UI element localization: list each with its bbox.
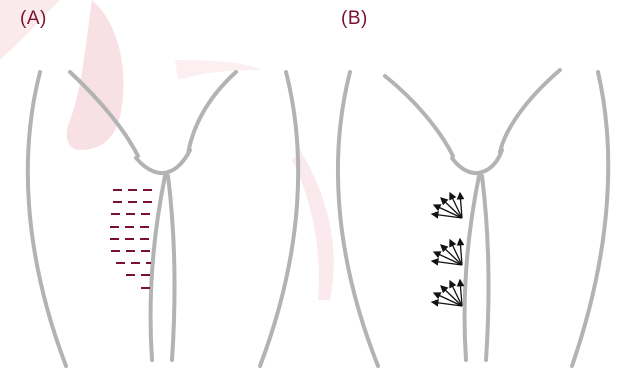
panel-b-right-groin-line xyxy=(500,70,560,152)
panel-a-body-outline xyxy=(28,72,298,366)
arrow-fan-1 xyxy=(432,193,462,218)
panel-a-dash-markers xyxy=(110,190,152,288)
arrow-fan-3 xyxy=(432,280,462,306)
panel-b-right-outer-contour xyxy=(572,72,608,366)
panel-b-left-outer-contour xyxy=(338,72,378,366)
panel-a-right-groin-line xyxy=(188,72,236,154)
panel-b-crotch-curve xyxy=(452,150,502,173)
panel-b-label: (B) xyxy=(341,8,368,30)
arrow-fan-2 xyxy=(432,239,462,265)
panel-b-right-inner-thigh xyxy=(482,176,489,360)
panel-a-left-outer-contour xyxy=(28,72,66,366)
panel-a-left-inner-thigh xyxy=(151,176,165,360)
panel-a-right-outer-contour xyxy=(260,72,298,366)
panel-b-left-inner-thigh xyxy=(465,176,479,360)
panel-a-right-inner-thigh xyxy=(168,176,175,360)
panel-b-body-outline xyxy=(338,70,608,366)
panel-b-left-groin-line xyxy=(385,76,453,156)
panel-a-label: (A) xyxy=(20,8,47,30)
panel-b-arrow-fans xyxy=(432,193,462,306)
panel-a-crotch-curve xyxy=(136,150,190,173)
background-watermark xyxy=(0,0,334,300)
